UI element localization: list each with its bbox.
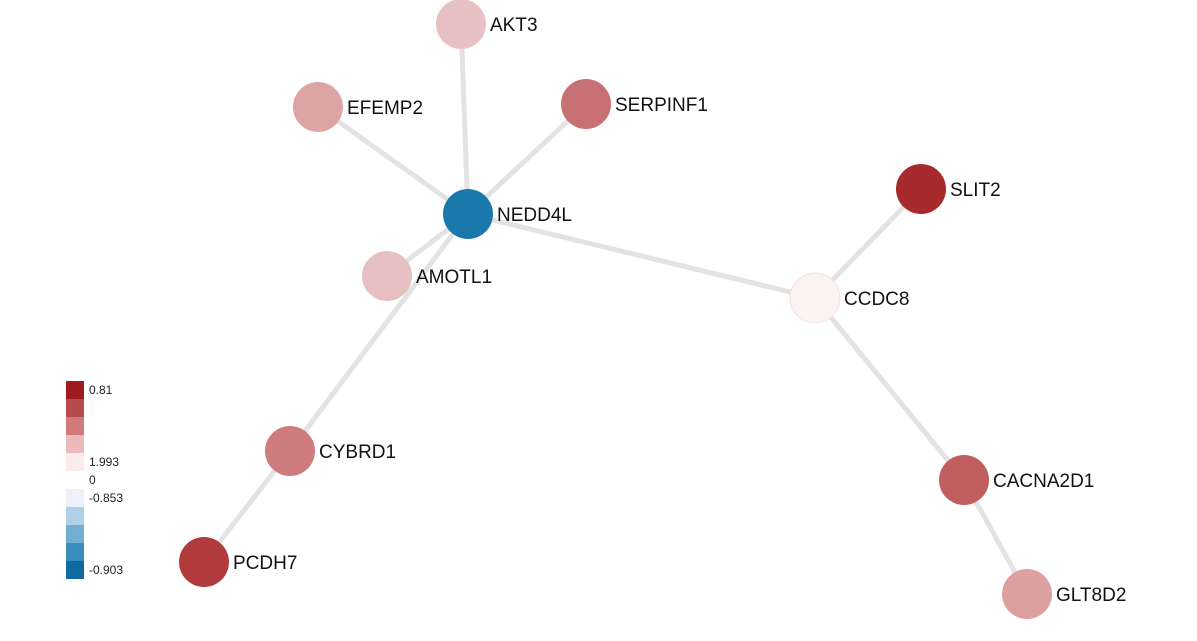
legend-swatch <box>66 471 84 489</box>
node-label: EFEMP2 <box>347 98 423 119</box>
node-label: PCDH7 <box>233 553 297 574</box>
legend-label: 1.993 <box>89 455 119 469</box>
legend-swatch <box>66 561 84 579</box>
color-legend: 0.81 1.993 0 -0.853 -0.903 <box>66 381 123 579</box>
edge-nedd4l-akt3 <box>458 21 471 217</box>
legend-swatch <box>66 453 84 471</box>
node-label: GLT8D2 <box>1056 585 1126 606</box>
node-circle[interactable] <box>1002 569 1052 619</box>
node-label: SERPINF1 <box>615 95 708 116</box>
node-pcdh7[interactable]: PCDH7 <box>179 537 297 587</box>
node-circle[interactable] <box>179 537 229 587</box>
node-nedd4l[interactable]: NEDD4L <box>443 189 572 239</box>
legend-swatch <box>66 525 84 543</box>
node-label: AMOTL1 <box>416 267 492 288</box>
legend-swatch <box>66 417 84 435</box>
node-circle[interactable] <box>293 82 343 132</box>
legend-swatch <box>66 489 84 507</box>
node-circle[interactable] <box>362 251 412 301</box>
node-circle[interactable] <box>939 455 989 505</box>
legend-swatch <box>66 399 84 417</box>
node-glt8d2[interactable]: GLT8D2 <box>1002 569 1126 619</box>
node-label: AKT3 <box>490 15 538 36</box>
node-label: SLIT2 <box>950 180 1001 201</box>
legend-label: -0.853 <box>89 491 123 505</box>
node-akt3[interactable]: AKT3 <box>436 0 538 49</box>
node-label: CYBRD1 <box>319 442 396 463</box>
node-label: CACNA2D1 <box>993 471 1094 492</box>
node-circle[interactable] <box>436 0 486 49</box>
node-circle[interactable] <box>789 272 841 324</box>
legend-label: 0 <box>89 473 96 487</box>
node-circle[interactable] <box>265 426 315 476</box>
node-circle[interactable] <box>443 189 493 239</box>
node-label: NEDD4L <box>497 205 572 226</box>
node-amotl1[interactable]: AMOTL1 <box>362 251 492 301</box>
node-label: CCDC8 <box>844 289 909 310</box>
node-serpinf1[interactable]: SERPINF1 <box>561 79 708 129</box>
legend-swatch <box>66 381 84 399</box>
edge-nedd4l-cybrd1 <box>287 211 471 454</box>
node-ccdc8[interactable]: CCDC8 <box>789 272 909 324</box>
node-circle[interactable] <box>896 164 946 214</box>
legend-swatch <box>66 507 84 525</box>
node-circle[interactable] <box>561 79 611 129</box>
node-efemp2[interactable]: EFEMP2 <box>293 82 423 132</box>
edge-nedd4l-ccdc8 <box>465 211 818 301</box>
edge-ccdc8-cacna2d1 <box>812 295 967 483</box>
node-cybrd1[interactable]: CYBRD1 <box>265 426 396 476</box>
node-slit2[interactable]: SLIT2 <box>896 164 1001 214</box>
edge-nedd4l-efemp2 <box>315 104 471 217</box>
edge-nedd4l-serpinf1 <box>465 101 589 217</box>
legend-swatch <box>66 435 84 453</box>
legend-swatch <box>66 543 84 561</box>
legend-label: -0.903 <box>89 563 123 577</box>
node-cacna2d1[interactable]: CACNA2D1 <box>939 455 1094 505</box>
legend-label: 0.81 <box>89 383 113 397</box>
